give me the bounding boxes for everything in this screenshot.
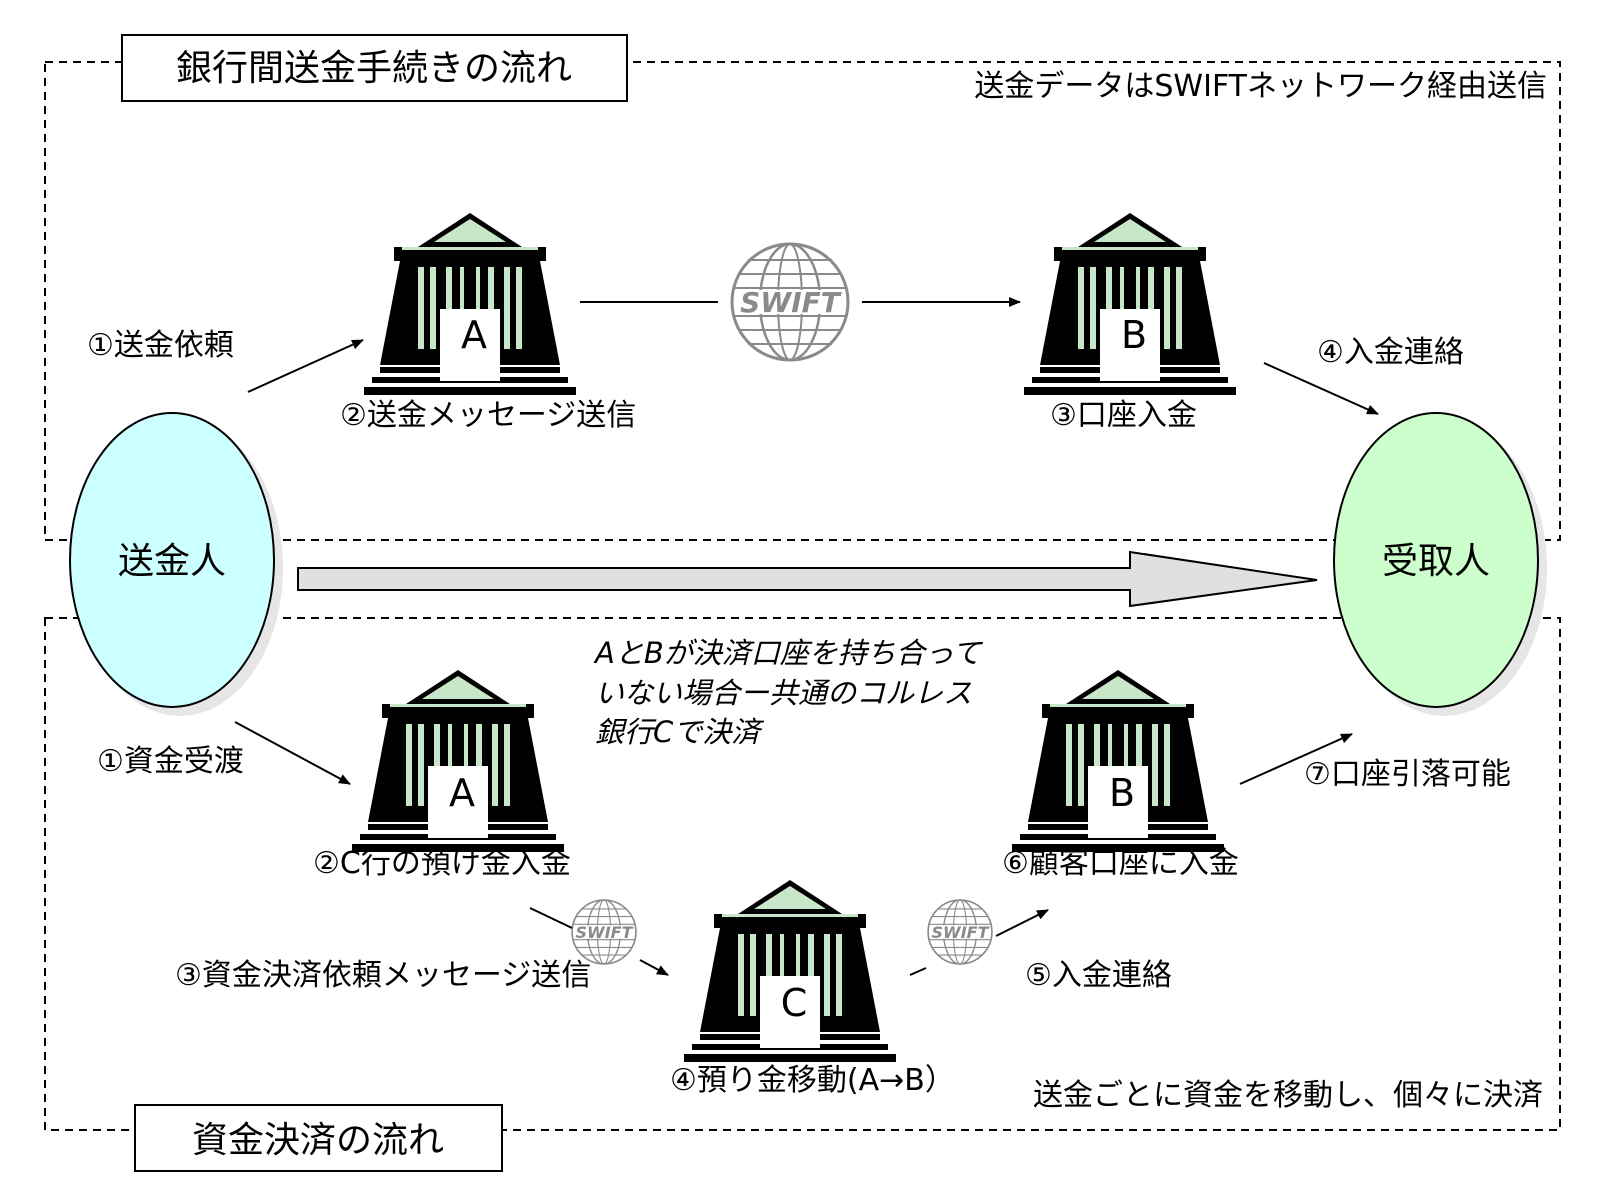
bank-b-top-icon bbox=[1024, 213, 1236, 395]
bank-a-top-letter: A bbox=[461, 313, 487, 357]
sender-node bbox=[69, 412, 275, 708]
top-title-box bbox=[121, 34, 628, 102]
bank-a-top-icon bbox=[364, 213, 576, 395]
bottom-section-title: 資金決済の流れ bbox=[192, 1120, 444, 1161]
top-section-frame bbox=[44, 61, 1561, 541]
bottom-arrow-swift-to-b bbox=[995, 909, 1049, 937]
bottom-line-a-to-swift bbox=[529, 907, 573, 929]
bottom-step-7: ⑦口座引落可能 bbox=[1304, 757, 1511, 792]
swift-bottom-right-text: SWIFT bbox=[932, 923, 990, 942]
top-step-3: ③口座入金 bbox=[1050, 398, 1197, 433]
bottom-arrow-swift-to-c bbox=[639, 959, 669, 976]
correspondent-note-line2: いない場合ー共通のコルレス bbox=[595, 676, 972, 710]
bottom-step-1: ①資金受渡 bbox=[97, 744, 244, 779]
bank-b-bottom-letter: B bbox=[1109, 771, 1135, 815]
bank-a-bottom-icon bbox=[352, 670, 564, 852]
top-section-note: 送金データはSWIFTネットワーク経由送信 bbox=[974, 69, 1547, 104]
bottom-line-c-to-swift bbox=[909, 967, 927, 976]
sender-label: 送金人 bbox=[118, 541, 226, 582]
swift-top-text: SWIFT bbox=[740, 286, 842, 319]
bottom-step-3: ③資金決済依頼メッセージ送信 bbox=[175, 958, 591, 993]
top-step-1: ①送金依頼 bbox=[87, 328, 234, 363]
bottom-section-note: 送金ごとに資金を移動し、個々に決済 bbox=[1033, 1078, 1543, 1113]
bank-b-top-letter: B bbox=[1121, 313, 1147, 357]
receiver-node bbox=[1333, 412, 1539, 708]
swift-bottom-left-text: SWIFT bbox=[576, 923, 634, 942]
bottom-arrow-b-to-receiver bbox=[1239, 733, 1353, 785]
bottom-step-2: ②C行の預け金入金 bbox=[313, 846, 571, 881]
bank-a-bottom-letter: A bbox=[449, 771, 475, 815]
bottom-step-4: ④預り金移動(A→B） bbox=[670, 1063, 955, 1098]
bottom-title-box bbox=[134, 1104, 503, 1172]
receiver-label: 受取人 bbox=[1382, 541, 1490, 582]
top-step-2: ②送金メッセージ送信 bbox=[340, 398, 636, 433]
bottom-arrow-sender-to-a bbox=[234, 721, 351, 785]
bank-c-bottom-icon bbox=[684, 880, 896, 1062]
bottom-section-frame bbox=[44, 617, 1561, 1131]
top-arrow-b-to-receiver bbox=[1263, 362, 1379, 415]
bottom-step-5: ⑤入金連絡 bbox=[1025, 958, 1172, 993]
bank-b-bottom-icon bbox=[1012, 670, 1224, 852]
top-section-title: 銀行間送金手続きの流れ bbox=[176, 48, 572, 89]
correspondent-note-line1: AとBが決済口座を持ち合って bbox=[593, 636, 983, 670]
top-step-4: ④入金連絡 bbox=[1317, 335, 1464, 370]
correspondent-note-line3: 銀行Cで決済 bbox=[595, 715, 764, 749]
bottom-step-6: ⑥顧客口座に入金 bbox=[1002, 846, 1239, 881]
big-flow-arrow bbox=[297, 550, 1318, 608]
top-arrow-sender-to-a bbox=[247, 339, 364, 393]
bank-c-bottom-letter: C bbox=[781, 981, 808, 1025]
